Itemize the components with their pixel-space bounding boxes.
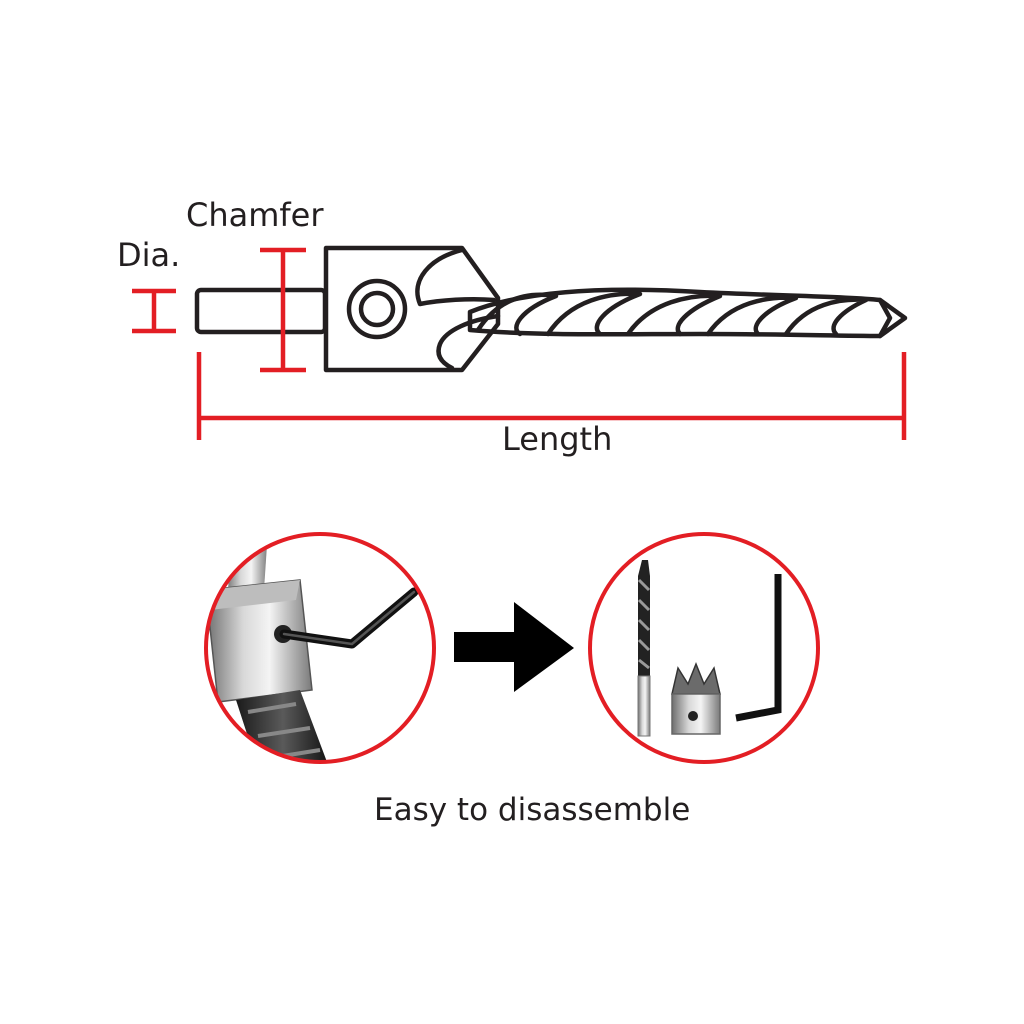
drill-flute-2: [545, 291, 643, 337]
drill-tip-line: [877, 297, 893, 339]
drill-shank: [194, 287, 328, 335]
dimension-lines: [132, 247, 907, 440]
diameter-dimension: [132, 288, 176, 334]
chamfer-dimension: [260, 247, 306, 373]
length-label: Length: [502, 420, 613, 458]
chamfer-label: Chamfer: [186, 196, 324, 234]
arrow-right-icon: [454, 602, 574, 692]
drill-flute-5: [783, 297, 869, 337]
assembled-countersink-photo: [206, 534, 434, 762]
set-screw-hole: [346, 278, 408, 340]
drill-outline: [194, 245, 908, 373]
collar-flute-lower: [436, 313, 501, 371]
diameter-label: Dia.: [117, 236, 181, 274]
hex-key-part: [735, 574, 782, 722]
countersink-collar-part: [671, 661, 721, 735]
drill-flute-4: [705, 295, 799, 337]
drill-bit-part: [637, 560, 651, 737]
disassembled-parts-photo: [590, 534, 818, 762]
caption-text: Easy to disassemble: [374, 792, 691, 828]
length-dimension: [196, 352, 907, 440]
right-photo-frame: [588, 532, 820, 764]
collar-flute-upper: [415, 247, 497, 307]
set-screw-hole-inner: [358, 290, 396, 328]
drill-flute-3: [625, 293, 723, 337]
drill-flute-1: [475, 292, 559, 337]
drill-body: [467, 287, 908, 339]
left-photo-frame: [204, 532, 436, 764]
